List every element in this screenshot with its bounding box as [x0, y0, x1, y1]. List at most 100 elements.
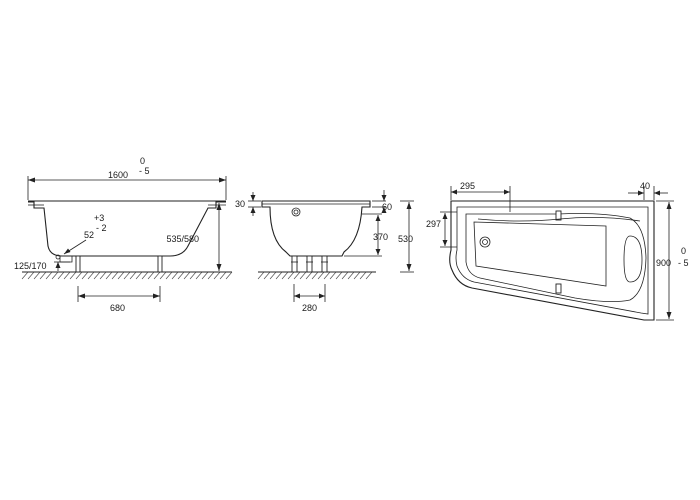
ground-hatch-line: [201, 271, 209, 280]
ground-hatch-line: [207, 271, 215, 280]
ground-hatch-line: [21, 271, 29, 280]
ground-hatch-line: [51, 271, 59, 280]
plan-handle-bottom: [555, 283, 562, 294]
ground-hatch-line: [323, 271, 331, 280]
ground-hatch-line: [99, 271, 107, 280]
ground-hatch-line: [311, 271, 319, 280]
ground-hatch-line: [81, 271, 89, 280]
side-view: 1600 0 - 5 535/580 +3 - 2 52 125/170: [14, 156, 233, 313]
side-drain-tol-plus: +3: [94, 213, 104, 223]
ground-hatch-line: [275, 271, 283, 280]
side-drain-dimension: +3 - 2 52 125/170: [14, 213, 107, 271]
side-drain-siphon: [59, 256, 73, 263]
ground-hatch-line: [287, 271, 295, 280]
ground-hatch-line: [257, 271, 265, 280]
plan-width-label: 900: [656, 258, 671, 268]
ground-hatch-line: [213, 271, 221, 280]
ground-hatch-line: [171, 271, 179, 280]
side-leg-spacing-dimension: 680: [77, 286, 161, 313]
ground-hatch-line: [177, 271, 185, 280]
plan-inner-width-label: 297: [426, 219, 441, 229]
plan-width-tol-plus: 0: [681, 246, 686, 256]
end-leg-left: [291, 255, 298, 273]
plan-top-offset-label: 295: [460, 181, 475, 191]
end-depth-label: 370: [373, 232, 388, 242]
ground-hatch-line: [299, 271, 307, 280]
ground-hatch-line: [317, 271, 325, 280]
end-rim-thickness-label: 30: [235, 199, 245, 209]
end-leg-spacing-label: 280: [302, 303, 317, 313]
plan-basin-floor: [473, 221, 607, 287]
side-length-tol-plus: 0: [140, 156, 145, 166]
ground-hatch-line: [341, 271, 349, 280]
end-total-height-label: 530: [398, 234, 413, 244]
ground-hatch-line: [281, 271, 289, 280]
end-ground: [257, 271, 376, 280]
plan-handle-top: [555, 210, 562, 221]
ground-hatch-line: [27, 271, 35, 280]
ground-hatch-line: [353, 271, 361, 280]
side-leg-spacing-label: 680: [110, 303, 125, 313]
side-drain-tol-minus: - 2: [96, 223, 107, 233]
plan-rim-outline: [455, 206, 649, 315]
side-leg-left: [75, 255, 81, 273]
ground-hatch-line: [93, 271, 101, 280]
side-length-tol-minus: - 5: [139, 166, 150, 176]
ground-hatch-line: [219, 271, 227, 280]
side-leg-right: [157, 255, 163, 273]
end-leg-middle: [306, 255, 313, 273]
end-rim-width-label: 60: [382, 202, 392, 212]
plan-top-offset-dimension: 295: [450, 181, 511, 212]
ground-hatch-line: [305, 271, 313, 280]
ground-hatch-line: [123, 271, 131, 280]
plan-view: 295 40 297 900 0: [426, 181, 689, 321]
end-tub-outline: [261, 200, 371, 257]
ground-hatch-line: [105, 271, 113, 280]
ground-hatch-line: [195, 271, 203, 280]
plan-outer-outline: [449, 200, 655, 321]
ground-hatch-line: [147, 271, 155, 280]
ground-hatch-line: [347, 271, 355, 280]
ground-hatch-line: [159, 271, 167, 280]
ground-hatch-line: [111, 271, 119, 280]
ground-hatch-line: [69, 271, 77, 280]
ground-hatch-line: [117, 271, 125, 280]
end-overflow: [291, 207, 301, 217]
ground-hatch-line: [329, 271, 337, 280]
ground-hatch-line: [129, 271, 137, 280]
side-drain-offset-label: 52: [84, 230, 94, 240]
end-view: 30 60 370 530: [235, 190, 414, 313]
end-leg-right: [321, 255, 328, 273]
plan-right-offset-label: 40: [640, 181, 650, 191]
side-ground: [21, 271, 233, 280]
ground-hatch-line: [63, 271, 71, 280]
ground-hatch-line: [165, 271, 173, 280]
plan-basin-outline: [465, 213, 647, 302]
ground-hatch-line: [33, 271, 41, 280]
end-rim-width-dimension: 60: [372, 190, 392, 213]
ground-hatch-line: [75, 271, 83, 280]
side-drain-height-label: 125/170: [14, 261, 47, 271]
ground-hatch-line: [141, 271, 149, 280]
ground-hatch-line: [87, 271, 95, 280]
side-height-label: 535/580: [166, 234, 199, 244]
ground-hatch-line: [153, 271, 161, 280]
ground-hatch-line: [269, 271, 277, 280]
ground-hatch-line: [225, 271, 233, 280]
ground-hatch-line: [135, 271, 143, 280]
plan-inner-width-dimension: 297: [426, 211, 457, 248]
ground-hatch-line: [57, 271, 65, 280]
ground-hatch-line: [335, 271, 343, 280]
end-total-height-dimension: 530: [398, 200, 414, 273]
plan-width-dimension: 900 0 - 5: [656, 200, 689, 321]
ground-hatch-line: [39, 271, 47, 280]
plan-drain: [479, 236, 491, 248]
ground-hatch-line: [45, 271, 53, 280]
ground-hatch-line: [263, 271, 271, 280]
side-tub-outline: [28, 201, 226, 257]
ground-hatch-line: [189, 271, 197, 280]
side-height-dimension: 535/580: [166, 201, 224, 273]
ground-hatch-line: [359, 271, 367, 280]
side-length-label: 1600: [108, 170, 128, 180]
